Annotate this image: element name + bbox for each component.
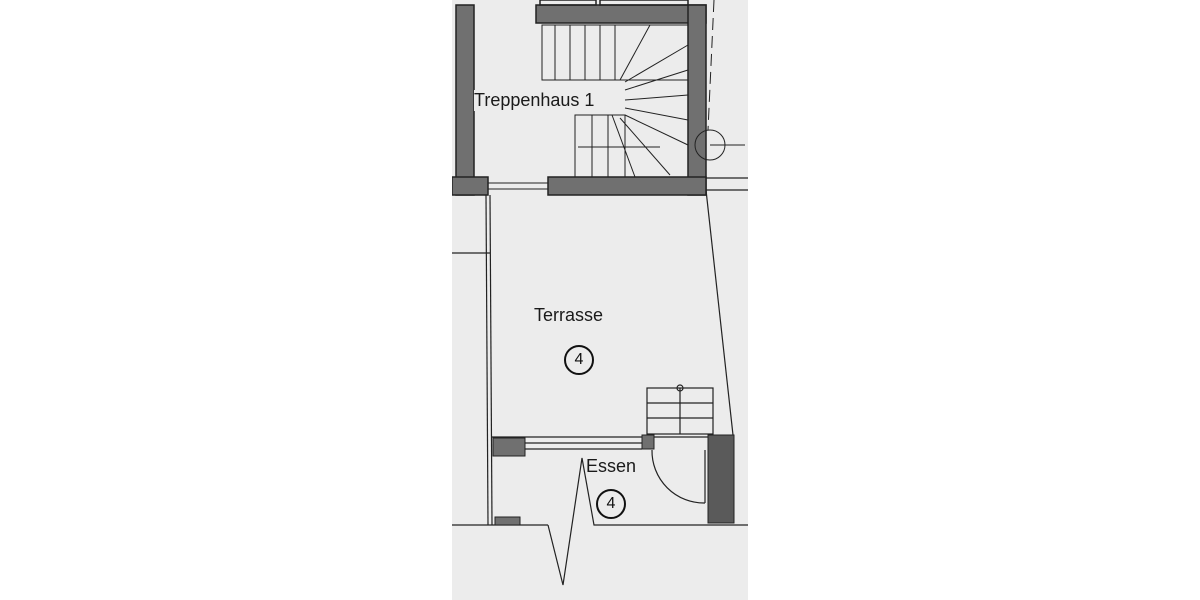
room-number-terrasse: 4 (564, 345, 594, 375)
room-label-terrasse: Terrasse (534, 305, 604, 325)
room-number-essen: 4 (596, 489, 626, 519)
room-label-essen: Essen (586, 456, 637, 476)
room-label-treppenhaus: Treppenhaus 1 (474, 90, 595, 111)
floor-plan: Treppenhaus 1 Terrasse 4 Essen 4 (452, 0, 748, 600)
floor-plan-drawing (452, 0, 748, 586)
